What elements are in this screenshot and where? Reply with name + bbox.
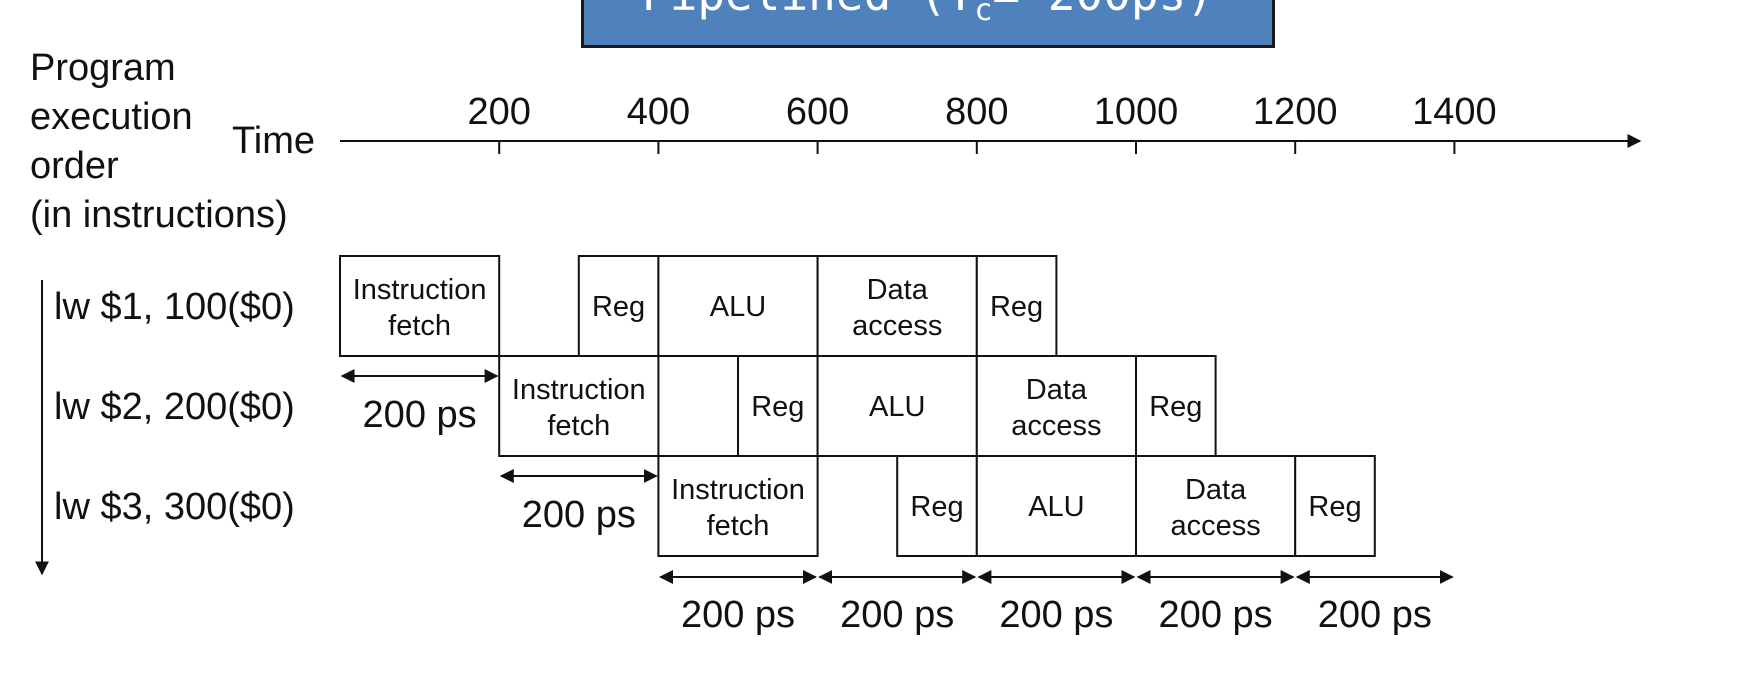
pipeline-stage-box [339,255,501,357]
pipeline-stage-label: fetch [707,510,770,542]
pipeline-stage-box [975,255,1058,357]
pipeline-stage-label: Reg [1149,391,1202,423]
pipeline-stage-label: access [1170,510,1260,542]
title-prefix: Pipelined (T [642,0,974,21]
interval-label: 200 ps [363,394,477,436]
pipeline-stage-label: Reg [1308,491,1361,523]
time-axis-tick-label: 1200 [1253,91,1338,133]
pipeline-stage-label: Instruction [512,374,646,406]
pipeline-stage-label: fetch [547,410,610,442]
pipeline-stage-label: fetch [388,310,451,342]
time-axis-tick-label: 400 [627,91,690,133]
pipeline-stage-label: Reg [910,491,963,523]
pipeline-stage-box [657,255,819,357]
instruction-label: lw $3, 300($0) [54,486,295,528]
interval-label: 200 ps [999,594,1113,636]
instruction-label: lw $1, 100($0) [54,286,295,328]
interval-label: 200 ps [681,594,795,636]
instruction-label: lw $2, 200($0) [54,386,295,428]
pipeline-stage-box [1135,355,1217,457]
pipeline-stage-box [657,455,819,557]
time-axis-tick-label: 600 [786,91,849,133]
pipeline-stage-box [577,255,660,357]
time-axis-tick-label: 1000 [1094,91,1179,133]
pipeline-stage-box [816,255,978,357]
time-axis-label: Time [232,120,315,162]
pipeline-stage-label: ALU [1028,491,1084,523]
pipeline-stage-box [816,355,978,457]
pipeline-stage-box [498,355,660,457]
pipeline-stage-label: Reg [592,291,645,323]
pipeline-stage-label: Reg [751,391,804,423]
pipeline-stage-label: Data [1185,474,1247,506]
interval-label: 200 ps [840,594,954,636]
pipeline-stage-label: Instruction [353,274,487,306]
pipeline-stage-label: Data [1026,374,1088,406]
pipeline-stage-box [1294,455,1376,557]
execution-order-label-line: Program [30,47,176,89]
execution-order-label-line: order [30,145,119,187]
interval-label: 200 ps [1159,594,1273,636]
pipeline-stage-box [896,455,978,557]
title-subscript: c [974,0,993,28]
time-axis-tick-label: 200 [467,91,530,133]
interval-label: 200 ps [1318,594,1432,636]
pipeline-stage-label: Instruction [671,474,805,506]
pipeline-stage-label: access [852,310,942,342]
pipeline-stage-label: access [1011,410,1101,442]
execution-order-label-line: (in instructions) [30,194,288,236]
time-axis-tick-label: 1400 [1412,91,1497,133]
pipeline-stage-label: Reg [990,291,1043,323]
execution-order-label-line: execution [30,96,193,138]
pipeline-stage-box [975,455,1137,557]
interval-label: 200 ps [522,494,636,536]
pipeline-stage-box [1135,455,1297,557]
pipeline-stage-label: ALU [710,291,766,323]
pipeline-stage-label: Data [867,274,929,306]
pipeline-stage-label: ALU [869,391,925,423]
time-axis-tick-label: 800 [945,91,1008,133]
